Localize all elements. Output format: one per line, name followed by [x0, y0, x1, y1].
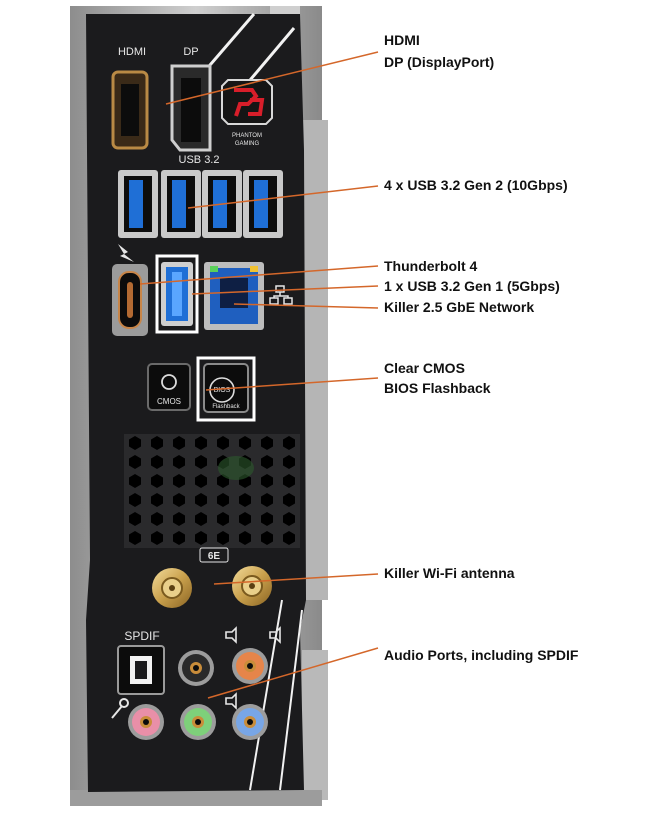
leader-wifi	[213, 573, 379, 585]
audio-jack-black	[178, 650, 214, 686]
callout-thunderbolt: Thunderbolt 4	[384, 258, 478, 274]
displayport-port	[170, 64, 212, 152]
wifi-antenna-connector-right	[232, 566, 272, 606]
clear-cmos-button: CMOS	[147, 363, 191, 411]
microphone-icon	[111, 698, 129, 719]
network-icon	[269, 285, 293, 305]
callout-wifi: Killer Wi-Fi antenna	[384, 565, 515, 581]
bios-silk-label: BIOS	[214, 387, 231, 394]
usb-silk-label: USB 3.2	[179, 154, 220, 166]
usb-port-2	[161, 170, 201, 238]
leader-cmos-bios	[205, 377, 379, 391]
callout-hdmi: HDMI	[384, 32, 420, 48]
dp-silk-label: DP	[183, 46, 198, 58]
usb-gen1-port	[155, 254, 199, 334]
usb-port-4	[243, 170, 283, 238]
callout-bios-flashback: BIOS Flashback	[384, 380, 491, 396]
wifi-antenna-connector-left	[152, 568, 192, 608]
flashback-silk-label: Flashback	[212, 404, 240, 410]
cmos-silk-label: CMOS	[157, 397, 181, 406]
usb-gen2-ports	[118, 170, 283, 238]
logo-line1: PHANTOM	[232, 133, 262, 139]
leader-network	[233, 303, 379, 309]
hdmi-port	[111, 70, 149, 150]
callout-dp: DP (DisplayPort)	[384, 54, 495, 70]
audio-jack-orange	[232, 648, 268, 684]
ethernet-port	[204, 262, 264, 330]
audio-jacks	[128, 648, 268, 740]
leader-thunderbolt	[139, 265, 379, 285]
spdif-silk-label: SPDIF	[124, 629, 159, 643]
callout-network: Killer 2.5 GbE Network	[384, 299, 535, 315]
phantom-gaming-logo: PHANTOM GAMING	[221, 79, 273, 147]
audio-jack-blue	[232, 704, 268, 740]
audio-line-icon	[225, 626, 281, 710]
logo-line2: GAMING	[235, 141, 260, 147]
hdmi-silk-label: HDMI	[118, 46, 146, 58]
leader-usb-gen1	[191, 285, 379, 295]
wifi-badge-text: 6E	[208, 551, 221, 562]
ventilation-grille	[124, 434, 300, 548]
thunderbolt-port	[112, 264, 148, 336]
audio-jack-green	[180, 704, 216, 740]
callout-clear-cmos: Clear CMOS	[384, 360, 465, 376]
audio-jack-pink	[128, 704, 164, 740]
wifi-6e-badge: 6E	[199, 547, 229, 563]
spdif-optical-port	[117, 645, 165, 695]
thunderbolt-icon	[118, 244, 134, 262]
leader-usb-gen2	[187, 185, 379, 209]
leader-audio	[207, 647, 379, 699]
leader-hdmi-dp	[165, 51, 379, 105]
callout-usb-gen2: 4 x USB 3.2 Gen 2 (10Gbps)	[384, 177, 568, 193]
usb-port-1	[118, 170, 158, 238]
callout-usb-gen1: 1 x USB 3.2 Gen 1 (5Gbps)	[384, 278, 560, 294]
callout-audio: Audio Ports, including SPDIF	[384, 647, 579, 663]
leader-lines	[139, 51, 379, 699]
